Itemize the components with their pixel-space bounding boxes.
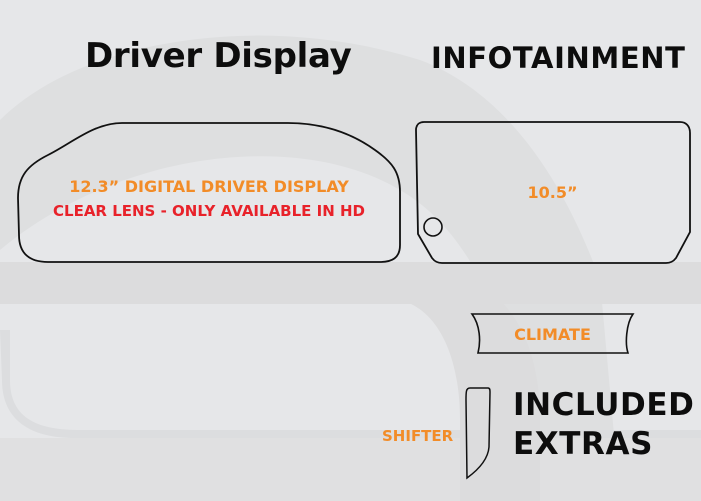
shifter-outline bbox=[465, 387, 491, 480]
climate-label: CLIMATE bbox=[514, 325, 591, 344]
infotainment-outline bbox=[415, 121, 691, 264]
infotainment-camera-circle bbox=[423, 217, 443, 237]
infotainment-heading: INFOTAINMENT bbox=[431, 41, 686, 75]
shifter-label: SHIFTER bbox=[382, 427, 454, 445]
included-extras-line1: INCLUDED bbox=[513, 387, 695, 423]
included-extras-line2: EXTRAS bbox=[513, 426, 654, 462]
driver-display-outline bbox=[17, 122, 401, 263]
included-extras-heading: INCLUDED EXTRAS bbox=[513, 386, 695, 464]
infotainment-size-label: 10.5” bbox=[527, 183, 578, 202]
driver-display-heading: Driver Display bbox=[85, 36, 352, 76]
climate-outline bbox=[470, 313, 635, 354]
driver-display-size-label: 12.3” DIGITAL DRIVER DISPLAY bbox=[69, 177, 349, 196]
driver-display-note: CLEAR LENS - ONLY AVAILABLE IN HD bbox=[53, 202, 365, 220]
